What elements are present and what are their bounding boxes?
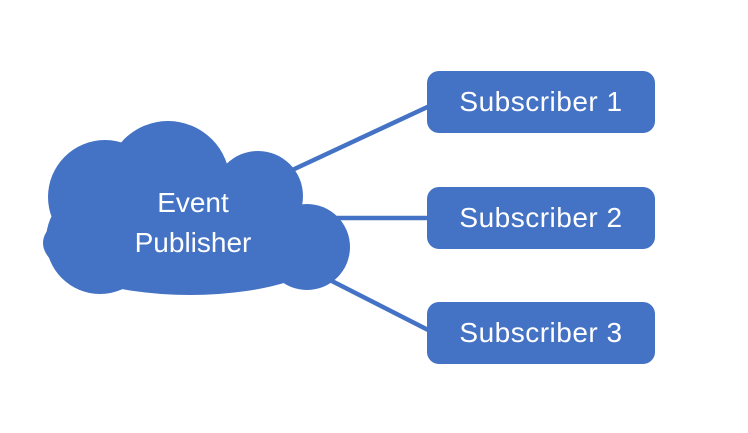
subscriber-1-box: Subscriber 1 — [427, 71, 655, 133]
event-publisher-cloud-shape — [43, 121, 350, 295]
connector-publisher-subscriber-1 — [285, 100, 439, 175]
subscriber-3-label: Subscriber 3 — [459, 317, 623, 348]
connector-lines — [285, 100, 439, 337]
event-publisher-label: Event Publisher — [134, 187, 252, 258]
subscriber-1-label: Subscriber 1 — [459, 86, 623, 117]
connector-publisher-subscriber-3 — [319, 273, 439, 337]
subscriber-3-box: Subscriber 3 — [427, 302, 655, 364]
subscriber-2-box: Subscriber 2 — [427, 187, 655, 249]
subscriber-2-label: Subscriber 2 — [459, 202, 623, 233]
